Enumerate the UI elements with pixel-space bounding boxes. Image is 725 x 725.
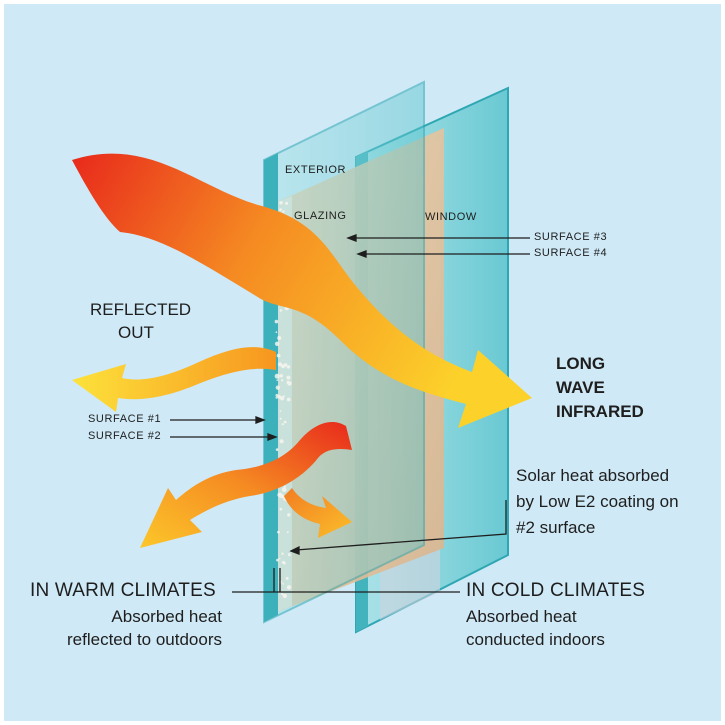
coating-speckle <box>275 385 280 390</box>
solar-heat-note-line-2: by Low E2 coating on <box>516 492 679 511</box>
coating-speckle <box>279 410 282 412</box>
surface-1-label: SURFACE #1 <box>88 413 162 425</box>
coating-speckle <box>287 553 291 557</box>
coating-speckle <box>274 341 280 346</box>
coating-speckle <box>279 507 283 511</box>
incoming-solar-heat-band <box>72 153 532 428</box>
coating-speckle <box>276 558 279 562</box>
solar-heat-note-line-1: Solar heat absorbed <box>516 466 670 485</box>
coating-speckle <box>284 595 287 598</box>
window-label: WINDOW <box>425 211 477 223</box>
long-wave-infrared-label-line-3: INFRARED <box>556 402 644 421</box>
coating-speckle <box>279 374 283 378</box>
coating-speckle <box>286 585 292 590</box>
coating-speckle <box>275 396 278 399</box>
reflected-out-label-line-2: OUT <box>118 323 154 342</box>
coating-speckle <box>279 309 283 312</box>
surface-4-label: SURFACE #4 <box>534 247 608 259</box>
warm-climates-title: IN WARM CLIMATES <box>30 580 216 601</box>
coating-speckle <box>277 395 282 399</box>
warm-climates-line-2: reflected to outdoors <box>67 630 222 649</box>
cold-climates-line-1: Absorbed heat <box>466 607 577 626</box>
coating-speckle <box>282 210 285 213</box>
coating-speckle <box>279 439 284 444</box>
solar-heat-note-line-3: #2 surface <box>516 518 596 537</box>
surface-2-label: SURFACE #2 <box>88 430 162 442</box>
coating-speckle <box>281 423 284 426</box>
warm-climates-line-1: Absorbed heat <box>111 607 222 626</box>
indoor-curl-arrow <box>284 488 352 538</box>
coating-speckle <box>281 552 284 555</box>
coating-speckle <box>281 379 284 382</box>
coating-speckle <box>280 494 285 499</box>
coating-speckle <box>282 582 285 585</box>
coating-speckle <box>279 417 282 420</box>
coating-speckle <box>281 364 285 369</box>
reflected-out-label-line-1: REFLECTED <box>90 300 192 319</box>
coating-speckle <box>275 331 278 334</box>
long-wave-infrared-label-line-2: WAVE <box>556 378 605 397</box>
long-wave-infrared-label-line-1: LONG <box>556 354 606 373</box>
coating-speckle <box>283 420 287 424</box>
coating-speckle <box>283 561 286 565</box>
coating-speckle <box>275 448 279 451</box>
coating-speckle <box>280 396 285 401</box>
coating-speckle <box>286 375 291 380</box>
glazing-label: GLAZING <box>294 210 347 222</box>
coating-speckle <box>279 201 283 205</box>
coating-speckle <box>274 319 279 324</box>
coating-speckle <box>285 201 289 205</box>
coating-speckle <box>278 557 281 560</box>
coating-speckle <box>286 365 291 369</box>
cold-climates-title: IN COLD CLIMATES <box>466 580 646 601</box>
reflected-out-arrow <box>72 347 276 412</box>
coating-speckle <box>279 208 282 212</box>
coating-speckle <box>277 362 283 367</box>
exterior-label: EXTERIOR <box>285 164 347 176</box>
cold-climates-line-2: conducted indoors <box>466 630 605 649</box>
coating-speckle <box>277 530 280 534</box>
coating-speckle <box>286 397 291 402</box>
coating-speckle <box>287 381 292 386</box>
outdoor-heat-wave <box>140 421 352 548</box>
coating-speckle <box>276 353 281 358</box>
coating-speckle <box>281 487 287 492</box>
coating-speckle <box>281 593 284 596</box>
coating-speckle <box>274 373 280 379</box>
surface-3-label: SURFACE #3 <box>534 231 608 243</box>
pointer-lines <box>170 234 530 593</box>
coating-speckle <box>277 336 282 340</box>
coating-speckle <box>276 379 279 381</box>
coating-speckle <box>285 576 289 580</box>
coating-speckle <box>287 513 291 517</box>
coating-speckle <box>286 531 289 534</box>
